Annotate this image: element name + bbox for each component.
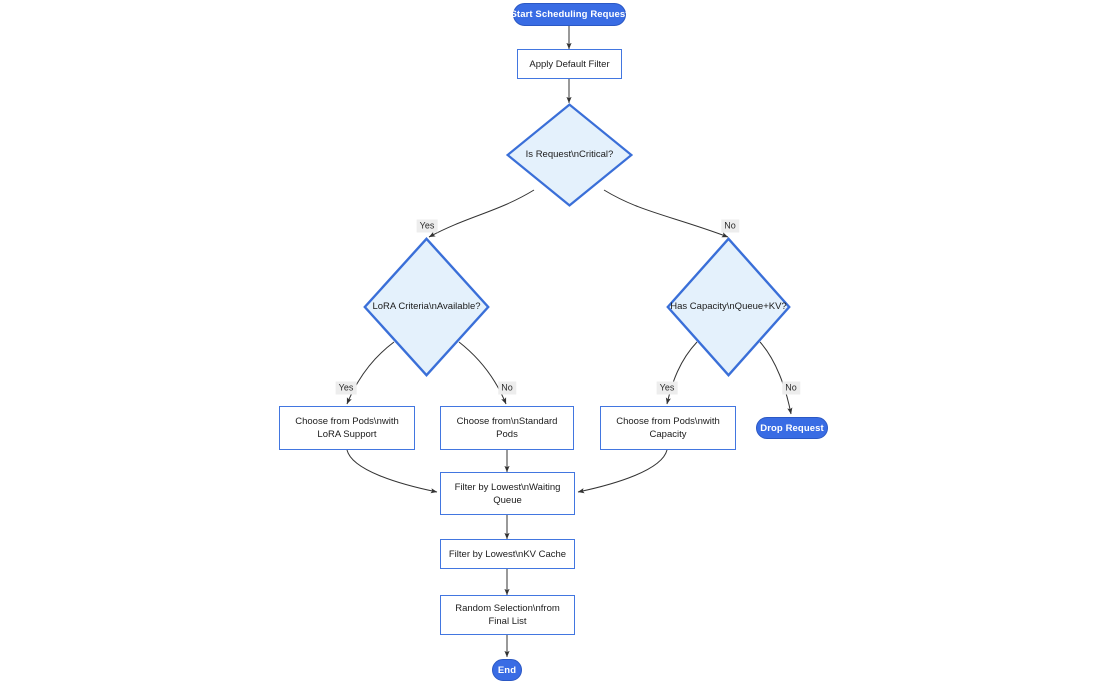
node-apply-default-filter[interactable]: Apply Default Filter [517,49,622,79]
node-filter-by-lowest-waiting-queue[interactable]: Filter by Lowest\nWaiting Queue [440,472,575,515]
node-label-line-2: LoRA Support [317,429,377,440]
edge-label-lora-criteria-yes: Yes [335,381,357,395]
edge-choose-lora-to-filter-queue [346,449,438,494]
node-label-line-1: Random Selection\nfrom [455,603,560,614]
node-label: LoRA Criteria\nAvailable? [372,301,481,312]
node-end[interactable]: End [492,659,522,681]
node-label-line-2: Final List [488,616,527,627]
node-label-line-1: Choose from Pods\nwith [295,416,399,427]
node-label: Start Scheduling Request [510,9,629,20]
node-label-line-2: Capacity [649,429,687,440]
node-label-line-1: Choose from Pods\nwith [616,416,720,427]
node-label: Has Capacity\nQueue+KV? [670,301,787,312]
diamond-shape [506,103,633,207]
edge-label-has-capacity-yes: Yes [656,381,678,395]
node-choose-from-standard-pods[interactable]: Choose from\nStandard Pods [440,406,574,450]
node-is-request-critical[interactable]: Is Request\nCritical? [506,103,633,207]
edge-label-is-critical-yes: Yes [416,219,438,233]
node-label-line-2: Queue [493,494,522,506]
node-label-line-2: Pods [496,429,518,440]
edge-choose-capacity-to-filter-queue [577,449,668,494]
node-label-line-1: Filter by Lowest\nWaiting [454,481,561,493]
node-lora-criteria-available[interactable]: LoRA Criteria\nAvailable? [363,237,490,377]
node-random-selection-from-final-list[interactable]: Random Selection\nfrom Final List [440,595,575,635]
edge-label-has-capacity-no: No [782,381,800,395]
node-has-capacity-queue-kv[interactable]: Has Capacity\nQueue+KV? [666,237,791,377]
diamond-shape [363,237,490,377]
node-label: Drop Request [760,422,824,434]
node-label: Filter by Lowest\nKV Cache [448,548,567,560]
node-label-line-1: Choose from\nStandard [456,416,558,427]
node-label: Is Request\nCritical? [525,149,614,160]
edge-label-is-critical-no: No [721,219,739,233]
node-label: Apply Default Filter [529,58,610,70]
node-choose-from-pods-with-lora-support[interactable]: Choose from Pods\nwith LoRA Support [279,406,415,450]
diamond-shape [666,237,791,377]
node-drop-request[interactable]: Drop Request [756,417,828,439]
node-start-scheduling-request[interactable]: Start Scheduling Request [510,3,629,26]
node-choose-from-pods-with-capacity[interactable]: Choose from Pods\nwith Capacity [600,406,736,450]
node-label: End [497,664,517,676]
edge-label-lora-criteria-no: No [498,381,516,395]
node-filter-by-lowest-kv-cache[interactable]: Filter by Lowest\nKV Cache [440,539,575,569]
